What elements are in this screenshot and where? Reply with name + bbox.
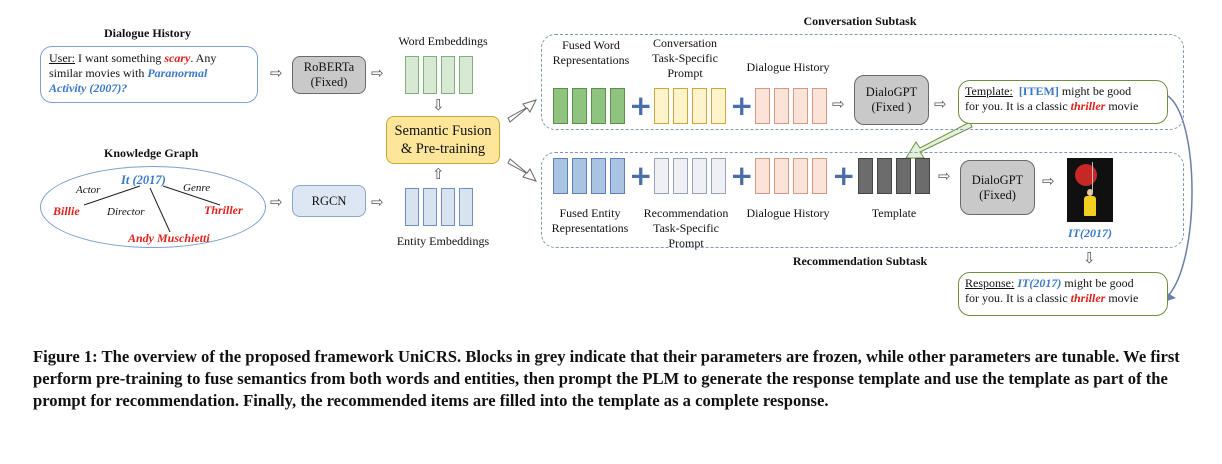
fusion-to-recommendation-arrow (507, 158, 537, 182)
history-cell (755, 88, 770, 124)
hollow-right-arrow-icon: ⇨ (832, 95, 845, 113)
rec-prompt-cell (654, 158, 669, 194)
knowledge-graph-title: Knowledge Graph (104, 146, 199, 160)
entity-embed-cell (423, 188, 437, 226)
recommendation-subtask-frame (541, 152, 1184, 248)
word-embed-cell (441, 56, 455, 94)
template-cell (877, 158, 892, 194)
word-embeddings-label: Word Embeddings (398, 34, 488, 48)
fusion-to-conversation-arrow (507, 99, 537, 123)
history-cell (774, 158, 789, 194)
fused-entity-cell (572, 158, 587, 194)
template-to-response-curve (1167, 95, 1193, 297)
semantic-fusion-box: Semantic Fusion& Pre-training (386, 116, 500, 164)
user-label: User: (49, 51, 75, 65)
keyword-scary: scary (164, 51, 191, 65)
conv-prompt-cell (673, 88, 688, 124)
plus-icon: + (629, 89, 653, 122)
template-item-slot: [ITEM] (1018, 84, 1059, 98)
rec-prompt-cell (711, 158, 726, 194)
history-cell (774, 88, 789, 124)
hollow-down-arrow-icon: ⇩ (432, 96, 445, 114)
conversation-subtask-title: Conversation Subtask (803, 14, 917, 28)
recommendation-history-label: Dialogue History (746, 206, 830, 220)
figure-caption: Figure 1: The overview of the proposed f… (33, 347, 1180, 410)
hollow-right-arrow-icon: ⇨ (371, 64, 384, 82)
template-cell (896, 158, 911, 194)
hollow-right-arrow-icon: ⇨ (938, 167, 951, 185)
rec-prompt-cell (692, 158, 707, 194)
fused-word-cell (591, 88, 606, 124)
conversation-subtask-frame (541, 34, 1184, 130)
fused-entity-cell (591, 158, 606, 194)
hollow-up-arrow-icon: ⇧ (432, 165, 445, 183)
kg-relation-genre: Genre (183, 182, 211, 194)
history-cell (793, 158, 808, 194)
entity-embed-cell (441, 188, 455, 226)
recommended-item-label: IT(2017) (1068, 226, 1112, 240)
template-cell (858, 158, 873, 194)
plus-icon: + (629, 159, 653, 192)
kg-relation-director: Director (107, 206, 145, 218)
rec-prompt-cell (673, 158, 688, 194)
hollow-right-arrow-icon: ⇨ (270, 64, 283, 82)
knowledge-graph-ellipse (40, 166, 266, 248)
hollow-right-arrow-icon: ⇨ (270, 193, 283, 211)
fused-word-cell (553, 88, 568, 124)
fused-entity-cell (553, 158, 568, 194)
history-cell (755, 158, 770, 194)
word-embed-cell (405, 56, 419, 94)
entity-embed-cell (459, 188, 473, 226)
history-cell (793, 88, 808, 124)
kg-node-andy: Andy Muschietti (128, 231, 210, 245)
hollow-right-arrow-icon: ⇨ (371, 193, 384, 211)
recommendation-subtask-title: Recommendation Subtask (792, 254, 928, 268)
kg-node-center: It (2017) (121, 173, 166, 187)
kg-node-thriller: Thriller (204, 203, 243, 217)
dialogue-history-bubble: User: I want something scary. Any simila… (40, 46, 258, 103)
conversation-history-label: Dialogue History (746, 60, 830, 74)
kg-node-billie: Billie (53, 204, 80, 218)
template-cell (915, 158, 930, 194)
response-item: IT(2017) (1017, 276, 1062, 290)
conv-prompt-cell (654, 88, 669, 124)
word-embed-cell (423, 56, 437, 94)
plus-icon: + (730, 159, 754, 192)
fused-entity-cell (610, 158, 625, 194)
dialogue-history-title: Dialogue History (104, 26, 191, 40)
conv-prompt-cell (711, 88, 726, 124)
template-label: Template (871, 206, 917, 220)
fused-word-cell (572, 88, 587, 124)
plus-icon: + (832, 159, 856, 192)
word-embed-cell (459, 56, 473, 94)
history-cell (812, 158, 827, 194)
hollow-down-arrow-icon: ⇩ (1083, 249, 1096, 267)
movie-poster-icon (1067, 158, 1113, 222)
response-bubble: Response: IT(2017) might be good for you… (958, 272, 1168, 316)
conv-prompt-cell (692, 88, 707, 124)
plus-icon: + (730, 89, 754, 122)
kg-relation-actor: Actor (76, 184, 101, 196)
conversation-dialogpt-box: DialoGPT(Fixed ) (854, 75, 929, 125)
roberta-box: RoBERTa(Fixed) (292, 56, 366, 94)
entity-embeddings-label: Entity Embeddings (396, 234, 490, 248)
fused-word-cell (610, 88, 625, 124)
recommendation-dialogpt-box: DialoGPT(Fixed) (960, 160, 1035, 215)
history-cell (812, 88, 827, 124)
hollow-right-arrow-icon: ⇨ (1042, 172, 1055, 190)
entity-embed-cell (405, 188, 419, 226)
rgcn-box: RGCN (292, 185, 366, 217)
hollow-right-arrow-icon: ⇨ (934, 95, 947, 113)
keyword-movie: Paranormal (147, 66, 208, 80)
template-bubble: Template: [ITEM] might be good for you. … (958, 80, 1168, 124)
